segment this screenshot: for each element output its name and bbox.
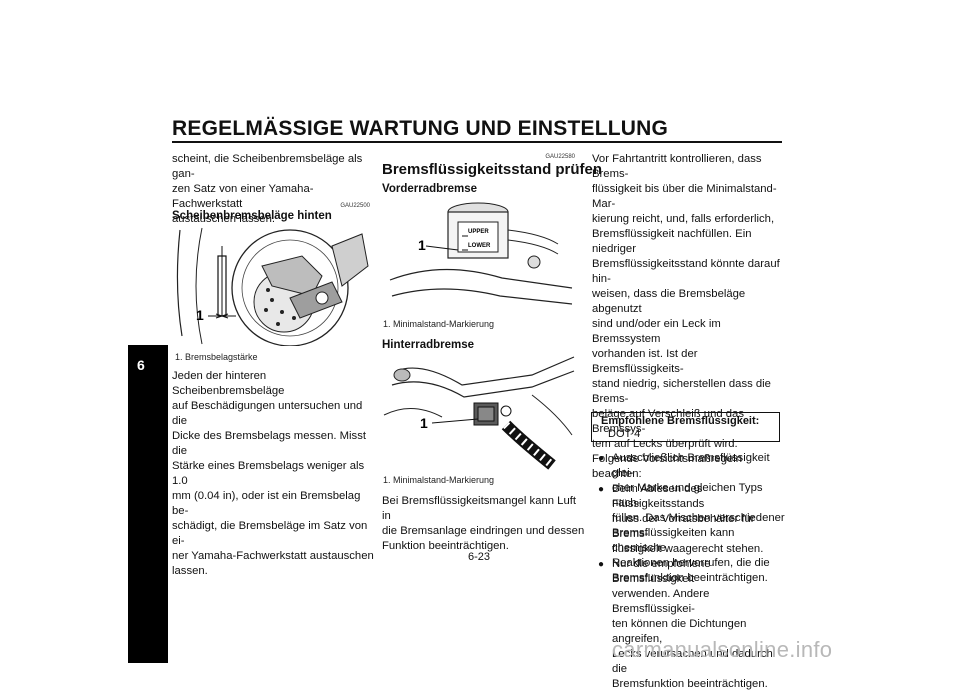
text-line: Bremsflüssigkeiten kann chemische [612,527,735,554]
text-line: schädigt, die Bremsbeläge im Satz von ei… [172,520,368,547]
bullet-dot-icon: ● [598,484,605,495]
figure-caption: 1. Minimalstand-Markierung [383,319,495,329]
section-heading: Scheibenbremsbeläge hinten [172,210,332,222]
box-label: Empfohlene Bremsflüssigkeit: [601,415,760,427]
text-line: die Bremsanlage eindringen und dessen [382,525,585,537]
text-line: Reaktionen hervorrufen, die die [612,557,770,569]
text-line: Bremsfunktion beeinträchtigen. [612,572,768,584]
text-line: Stärke eines Bremsbelags weniger als 1.0 [172,460,365,487]
text-line: vorhanden ist. Ist der Bremsflüssigkeits… [592,348,698,375]
text-line: Bremsflüssigkeitsstand könnte darauf hin… [592,258,780,285]
col1-intro: scheint, die Scheibenbremsbeläge als gan… [172,152,372,227]
text-line: scheint, die Scheibenbremsbeläge als gan… [172,153,363,180]
subheading-front: Vorderradbremse [382,183,478,195]
reservoir-lower-mark: LOWER [468,243,491,249]
bullet-dot-icon: ● [598,453,605,464]
text-line: ner Yamaha-Fachwerkstatt austauschen [172,550,374,562]
text-line: Bremsfunktion beeinträchtigen. [612,678,768,690]
figure-callout: 1 [418,237,426,253]
text-line: Bremsflüssigkeit nachfüllen. Ein niedrig… [592,228,752,255]
text-line: Lecks verursachen und dadurch die [612,648,773,675]
text-line: weisen, dass die Bremsbeläge abgenutzt [592,288,746,315]
text-line: Folgende Vorsichtsmaßregeln beachten: [592,453,743,480]
section-title: Bremsflüssigkeitsstand prüfen [382,161,603,178]
text-line: mm (0.04 in), oder ist ein Bremsbelag be… [172,490,361,517]
ref-code: GAU22580 [545,154,575,160]
text-line: austauschen lassen. [172,213,275,225]
watermark: carmanualsonline.info [612,637,833,662]
title-rule [172,141,782,143]
text-line: beläge auf Verschleiß und das Bremssys- [592,408,744,435]
recommended-fluid-box: Empfohlene Bremsflüssigkeit: DOT 4 [591,412,780,442]
figure-callout: 1 [196,307,204,323]
text-line: cher Marke und gleichen Typs nach- [612,482,763,509]
rear-brake-pad-figure: 1 [172,226,372,346]
text-line: kierung reicht, und, falls erforderlich, [592,213,775,225]
chapter-number: 6 [137,357,145,373]
text-line: ten können die Dichtungen angreifen, [612,618,747,645]
text-line: Bei Bremsflüssigkeitsmangel kann Luft in [382,495,577,522]
col3-bullet3: ● Ausschließlich Bremsflüssigkeit glei- … [592,451,787,586]
text-line: sind und/oder ein Leck im Bremssystem [592,318,721,345]
chapter-tab: 6 [128,345,168,663]
figure-caption: 1. Bremsbelagstärke [175,352,258,362]
figure-callout: 1 [420,415,428,431]
text-line: Dicke des Bremsbelags messen. Misst die [172,430,366,457]
bullet-item: ● Ausschließlich Bremsflüssigkeit glei- … [592,451,787,586]
text-line: Funktion beeinträchtigen. [382,540,509,552]
page-number: 6-23 [468,551,491,563]
box-value: DOT 4 [608,428,641,440]
text-line: flüssigkeit waagerecht stehen. [612,543,764,555]
reservoir-upper-mark: UPPER [468,229,489,235]
text-line: verwenden. Andere Bremsflüssigkei- [612,588,710,615]
text-line: Vor Fahrtantritt kontrollieren, dass Bre… [592,153,762,180]
rear-reservoir-figure: 1 [382,355,577,471]
bullet-dot-icon: ● [598,559,605,570]
text-line: zen Satz von einer Yamaha-Fachwerkstatt [172,183,314,210]
text-line: Jeden der hinteren Scheibenbremsbeläge [172,370,285,397]
text-line: stand niedrig, sicherstellen dass die Br… [592,378,771,405]
text-line: lassen. [172,565,208,577]
text-line: füllen. Das Mischen verschiedener [612,512,785,524]
text-line: muss der Vorratsbehälter für Brems- [612,513,755,540]
text-line: Beim Ablesen des Flüssigkeitsstands [612,483,705,510]
front-reservoir-figure: UPPER LOWER 1 [382,200,577,315]
text-line: flüssigkeit bis über die Minimalstand-Ma… [592,183,777,210]
text-line: auf Beschädigungen untersuchen und die [172,400,363,427]
figure-caption: 1. Minimalstand-Markierung [383,475,495,485]
subheading-rear: Hinterradbremse [382,339,475,351]
page-title: REGELMÄSSIGE WARTUNG UND EINSTELLUNG [172,117,669,140]
bullet-item: ● Beim Ablesen des Flüssigkeitsstands mu… [592,482,787,557]
col1-body: Jeden der hinteren Scheibenbremsbeläge a… [172,369,377,579]
text-line: Ausschließlich Bremsflüssigkeit glei- [612,452,770,479]
col2-body: Bei Bremsflüssigkeitsmangel kann Luft in… [382,494,587,554]
ref-code: GAU22500 [340,203,370,209]
text-line: Nur die empfohlene Bremsflüssigkeit [612,558,711,585]
